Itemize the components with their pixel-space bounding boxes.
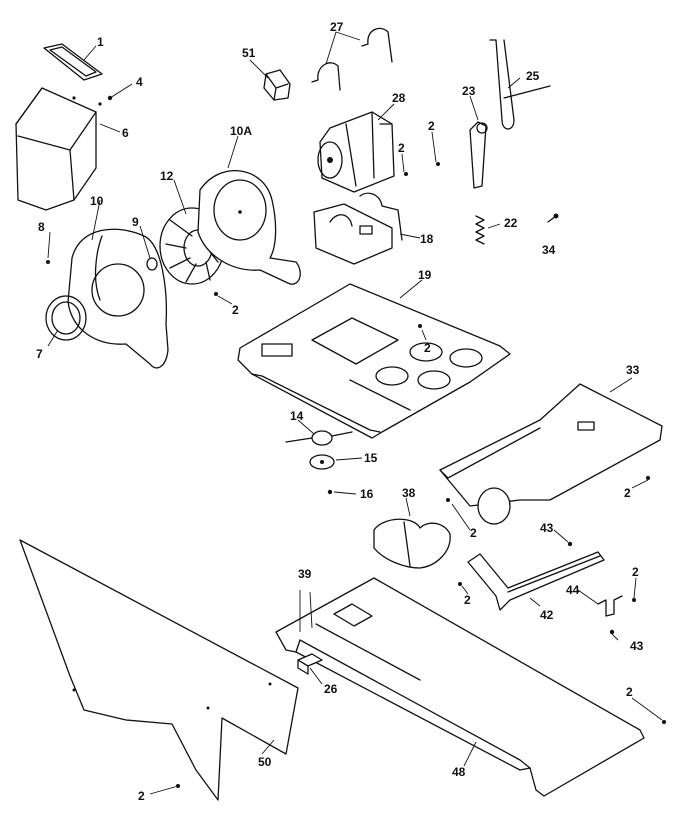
part-8-screw xyxy=(46,260,50,264)
label-part-2-tab: 2 xyxy=(398,141,405,155)
label-part-51: 51 xyxy=(242,46,256,60)
part-26-block xyxy=(297,653,323,675)
label-part-14: 14 xyxy=(290,409,304,423)
label-part-2-bracket: 2 xyxy=(464,593,471,607)
label-part-12: 12 xyxy=(160,169,174,183)
label-part-48: 48 xyxy=(452,765,466,779)
label-part-42: 42 xyxy=(540,608,554,622)
part-38-elbow xyxy=(373,518,451,569)
part-10a-housing-rear xyxy=(197,170,301,285)
label-part-10: 10 xyxy=(90,194,104,208)
label-part-16: 16 xyxy=(360,487,374,501)
label-part-2-clip: 2 xyxy=(632,565,639,579)
part-7-gasket-ring xyxy=(45,295,87,341)
label-part-2-panel: 2 xyxy=(138,789,145,803)
part-23-idler-arm xyxy=(469,121,488,189)
label-part-18: 18 xyxy=(420,232,434,246)
label-part-2-blower: 2 xyxy=(232,303,239,317)
part-42-bracket xyxy=(467,551,605,611)
label-part-50: 50 xyxy=(258,755,272,769)
part-22-spring xyxy=(475,215,485,245)
part-50-panel xyxy=(19,539,299,801)
label-part-6: 6 xyxy=(122,126,129,140)
part-34-screw xyxy=(547,213,559,223)
part-25-belt xyxy=(489,39,551,130)
label-part-2-elbow: 2 xyxy=(470,526,477,540)
part-27-motor-clamps xyxy=(311,27,393,91)
label-part-15: 15 xyxy=(364,451,378,465)
label-part-43-top: 43 xyxy=(540,521,554,535)
part-14-switch xyxy=(285,430,353,446)
part-18-motor-bracket xyxy=(313,192,403,265)
label-part-33: 33 xyxy=(626,363,640,377)
label-part-44: 44 xyxy=(566,583,580,597)
label-part-23: 23 xyxy=(462,84,476,98)
leader-lines xyxy=(47,31,663,795)
label-part-28: 28 xyxy=(392,91,406,105)
part-28-motor xyxy=(317,111,395,193)
label-part-34: 34 xyxy=(542,243,556,257)
label-part-8: 8 xyxy=(38,220,45,234)
part-4-screw xyxy=(107,83,133,101)
label-part-26: 26 xyxy=(324,682,338,696)
part-51-connector xyxy=(263,69,291,101)
part-39-screws xyxy=(299,590,313,632)
label-part-27: 27 xyxy=(330,20,344,34)
part-labels: 1 4 6 8 10 9 7 12 10A 51 27 28 2 2 23 25… xyxy=(36,20,644,803)
label-part-19: 19 xyxy=(418,268,432,282)
part-15-thermostat xyxy=(309,454,335,470)
part-9-washer xyxy=(146,257,158,271)
part-33-exhaust-duct xyxy=(439,383,663,525)
part-6-duct xyxy=(15,87,102,211)
label-part-25: 25 xyxy=(526,69,540,83)
part-43-screws xyxy=(567,541,615,635)
part-44-clip xyxy=(597,595,623,617)
part-10-blower-housing xyxy=(67,228,169,369)
label-part-2-rail: 2 xyxy=(626,685,633,699)
label-part-1: 1 xyxy=(97,35,104,49)
label-part-9: 9 xyxy=(132,215,139,229)
label-part-10a: 10A xyxy=(230,124,252,138)
label-part-4: 4 xyxy=(136,75,143,89)
label-part-38: 38 xyxy=(402,486,416,500)
label-part-2-duct: 2 xyxy=(624,486,631,500)
part-16-screw xyxy=(327,489,333,495)
part-48-base-rail xyxy=(275,577,645,797)
label-part-43-bottom: 43 xyxy=(630,639,644,653)
label-part-2-base: 2 xyxy=(424,341,431,355)
label-part-22: 22 xyxy=(504,216,518,230)
label-part-7: 7 xyxy=(36,347,43,361)
part-1-strip xyxy=(43,43,103,81)
label-part-39: 39 xyxy=(298,567,312,581)
label-part-2-motor: 2 xyxy=(428,119,435,133)
part-19-base-pan xyxy=(237,283,511,439)
